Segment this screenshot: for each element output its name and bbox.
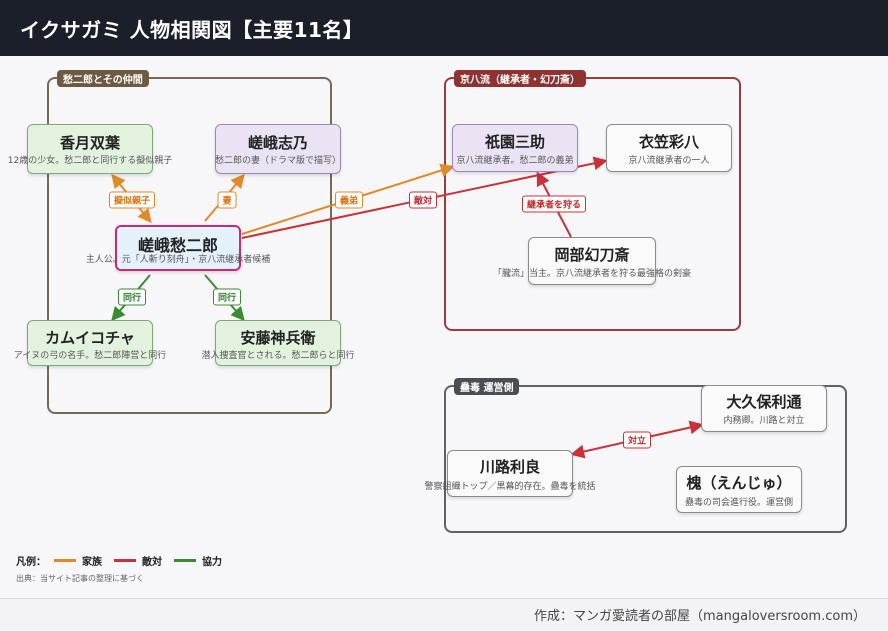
edge-label-gitei: 義弟 [334,191,364,209]
node-name: 衣笠彩八 [638,132,699,151]
node-desc: 警察組織トップ／黒幕的存在。蠱毒を統括 [424,482,596,492]
page-footer: 作成：マンガ愛読者の部屋（mangaloversroom.com） [0,598,888,631]
legend: 凡例： 家族 敵対 協力 [16,553,234,568]
node-okabe-gentousai[interactable]: 岡部幻刀斎 [528,237,656,285]
node-kamuikocha[interactable]: カムイコチャ [27,320,153,366]
group-label: 京八流（継承者・幻刀斎） [454,70,586,87]
node-gion-sansuke[interactable]: 祇園三助 [452,124,578,172]
node-desc: 愁二郎の妻（ドラマ版で描写） [214,156,342,166]
legend-swatch-hostile [114,559,136,562]
legend-title: 凡例： [16,557,46,568]
node-ando-jinbei[interactable]: 安藤神兵衛 [215,320,341,366]
node-kinugasa-iroha[interactable]: 衣笠彩八 [606,124,732,172]
node-desc: 京八流継承者の一人 [628,156,710,166]
node-desc: 蠱毒の司会進行役。運営側 [684,498,794,508]
legend-hostile: 敵対 [114,553,162,568]
group-label: 愁二郎とその仲間 [57,70,149,87]
node-name: 岡部幻刀斎 [554,245,630,264]
node-desc: 潜入捜査官とされる。愁二郎らと同行 [201,351,355,361]
edge-label-douko: 同行 [117,288,147,306]
node-desc: 内務卿。川路と対立 [723,416,805,426]
footer-credit: 作成：マンガ愛読者の部屋（mangaloversroom.com） [534,609,866,624]
node-kozuki-futaba[interactable]: 香月双葉 [27,124,153,174]
node-kawaji-toshiyoshi[interactable]: 川路利良 [447,450,573,497]
node-name: 香月双葉 [59,133,120,152]
group-label: 蠱毒 運営側 [454,378,520,395]
page-title: イクサガミ 人物相関図【主要11名】 [20,18,364,42]
node-name: 川路利良 [479,458,540,476]
source-note: 出典：当サイト記事の整理に基づく [16,574,144,583]
node-desc: 主人公。元「人斬り刻舟」・京八流継承者候補 [85,255,271,265]
node-saga-shino[interactable]: 嵯峨志乃 [215,124,341,174]
legend-swatch-cooperate [174,559,196,562]
edge-label-tairitsu: 対立 [622,431,652,449]
group-shujiro-allies: 愁二郎とその仲間 [47,70,332,414]
node-name: 槐（えんじゅ） [686,474,792,492]
node-saga-shujiro[interactable]: 嵯峨愁二郎 [115,225,241,271]
edge-label-pseudo-parent: 擬似親子 [108,191,156,209]
node-desc: 「朧流」当主。京八流継承者を狩る最強格の剣豪 [492,269,692,279]
node-okubo-toshimichi[interactable]: 大久保利通 [701,385,827,432]
group-kyohachiryu: 京八流（継承者・幻刀斎） [444,70,741,331]
legend-swatch-family [54,559,76,562]
node-name: 嵯峨愁二郎 [137,236,218,255]
edge-label-taiketsu: 敵対 [408,191,438,209]
node-desc: 12歳の少女。愁二郎と同行する擬似親子 [7,156,173,166]
node-name: 嵯峨志乃 [247,133,308,152]
node-name: 祇園三助 [484,132,545,151]
edge-label-douko: 同行 [212,288,242,306]
edge-label-wife: 妻 [217,191,237,209]
legend-family: 家族 [54,553,102,568]
node-name: 大久保利通 [726,393,802,411]
node-name: 安藤神兵衛 [240,328,316,347]
node-name: カムイコチャ [45,328,135,347]
edge-label-hunter: 継承者を狩る [521,195,587,213]
node-enju[interactable]: 槐（えんじゅ） [676,466,802,513]
diagram-canvas: 愁二郎とその仲間 京八流（継承者・幻刀斎） 蠱毒 運営側 擬似親子 妻 義弟 敵… [0,56,888,596]
page-header: イクサガミ 人物相関図【主要11名】 [0,0,888,56]
node-desc: 京八流継承者。愁二郎の義弟 [456,156,574,166]
group-kodoku-operators: 蠱毒 運営側 [444,378,847,533]
legend-cooperate: 協力 [174,553,222,568]
node-desc: アイヌの弓の名手。愁二郎陣営と同行 [13,351,167,361]
